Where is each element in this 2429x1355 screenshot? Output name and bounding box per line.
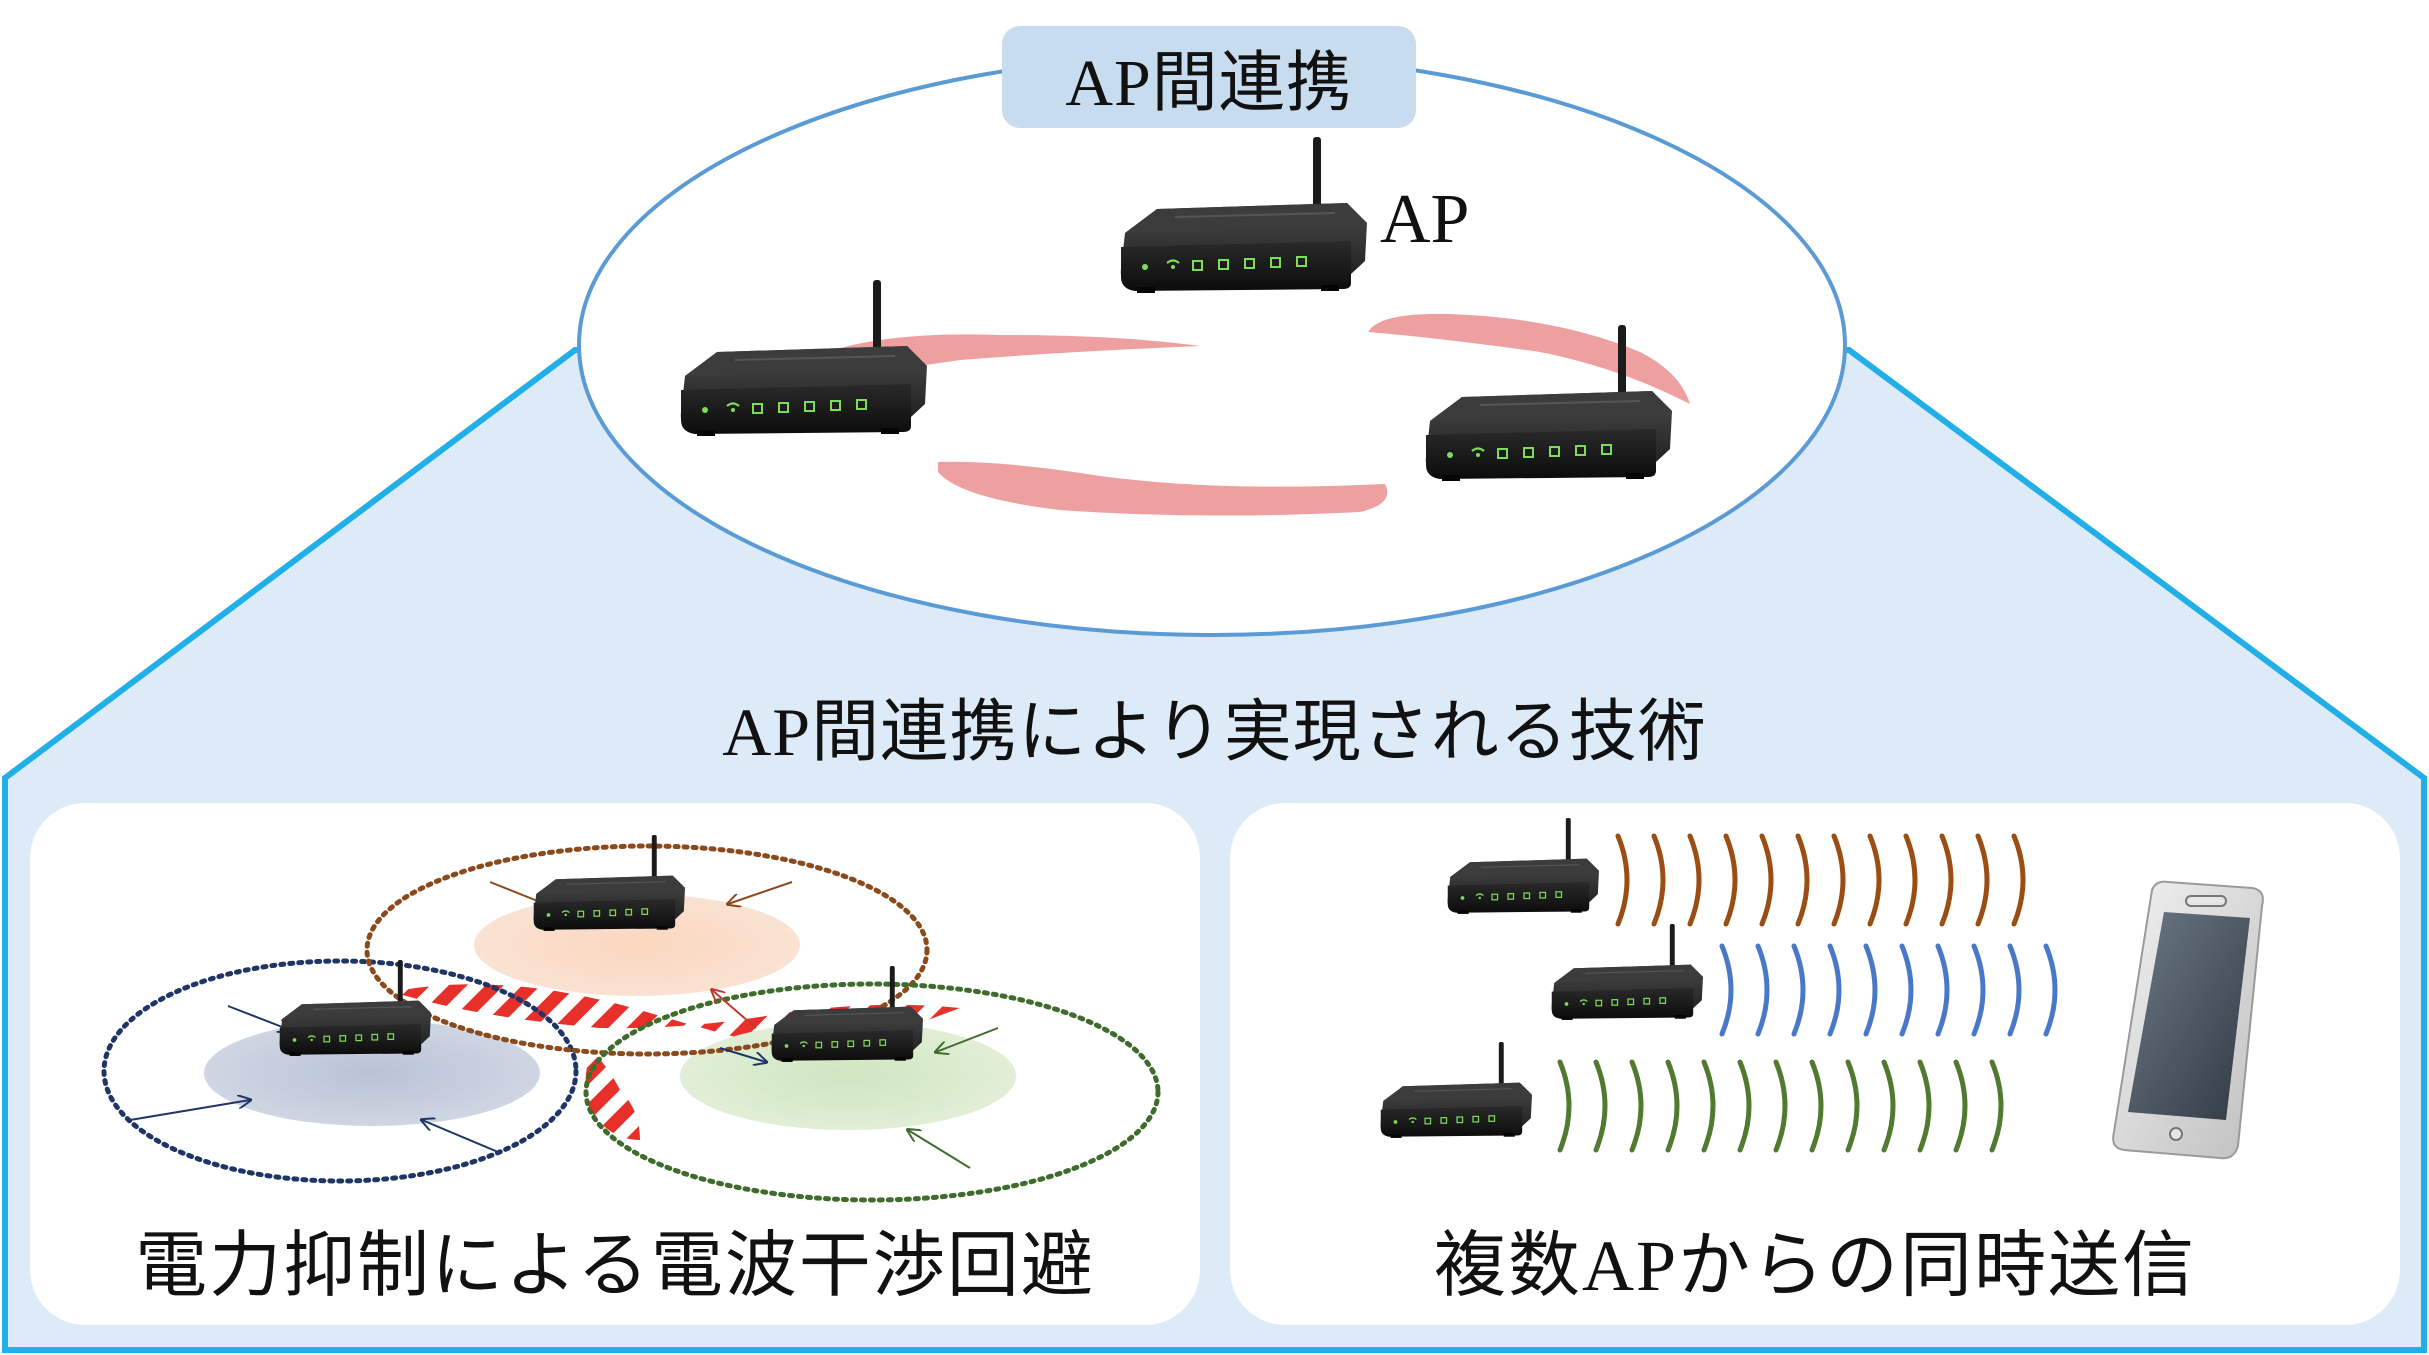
wave-arc: [1863, 943, 1878, 1037]
wave-arc: [2011, 833, 2026, 927]
wave-arc: [1899, 943, 1914, 1037]
coverage-boundary-navy: [101, 958, 579, 1184]
ap-coordination-ellipse: [577, 53, 1847, 637]
wave-arc: [1651, 833, 1666, 927]
wave-arc: [1831, 833, 1846, 927]
wave-arc: [2007, 943, 2022, 1037]
power-arrow: [129, 1100, 250, 1121]
wave-arc: [1975, 833, 1990, 927]
right-panel-caption: 複数APからの同時送信: [1433, 1225, 2197, 1306]
power-arrow: [908, 1130, 971, 1169]
wave-arc: [1845, 1059, 1860, 1153]
wave-arc: [1665, 1059, 1680, 1153]
wave-arc: [1593, 1059, 1608, 1153]
wave-arc: [1719, 943, 1734, 1037]
reduced-zone-green: [680, 1022, 1016, 1130]
wave-arc: [1989, 1059, 2004, 1153]
wave-arc: [1773, 1059, 1788, 1153]
link-arc-bottom: [938, 461, 1388, 516]
left-panel: [30, 803, 1200, 1325]
smartphone-icon: [2112, 880, 2264, 1160]
wave-arc: [1953, 1059, 1968, 1153]
wave-arc: [1629, 1059, 1644, 1153]
ap-label: AP: [1380, 181, 1470, 258]
simultaneous-tx-diagram: [1379, 817, 2264, 1160]
power-arrow: [719, 1047, 766, 1062]
wave-arc: [1615, 833, 1630, 927]
wave-arc: [1723, 833, 1738, 927]
link-arc-top-right: [1368, 313, 1690, 404]
wave-arc: [1867, 833, 1882, 927]
wave-arc: [1809, 1059, 1824, 1153]
wave-arc: [1917, 1059, 1932, 1153]
radio-waves: [1557, 833, 2058, 1153]
wave-arc: [2043, 943, 2058, 1037]
wave-arc: [1935, 943, 1950, 1037]
power-arrow: [422, 1120, 499, 1153]
wave-arc: [1687, 833, 1702, 927]
power-arrow: [936, 1027, 999, 1052]
interference-region: [585, 1050, 640, 1140]
power-arrow: [728, 881, 793, 904]
wave-arc: [1795, 833, 1810, 927]
wave-arc: [1557, 1059, 1572, 1153]
power-arrow: [712, 990, 757, 1029]
wave-arc: [1759, 833, 1774, 927]
left-panel-caption: 電力抑制による電波干渉回避: [135, 1225, 1095, 1306]
wave-arc: [1737, 1059, 1752, 1153]
wave-arc: [1701, 1059, 1716, 1153]
wave-arc: [1903, 833, 1918, 927]
wave-arc: [1791, 943, 1806, 1037]
wave-arc: [1971, 943, 1986, 1037]
wave-arc: [1755, 943, 1770, 1037]
coverage-boundary-orange: [364, 843, 930, 1057]
wave-arc: [1881, 1059, 1896, 1153]
section-subtitle: AP間連携により実現される技術: [722, 694, 1707, 770]
interference-diagram: [101, 834, 1161, 1203]
power-arrow: [227, 1005, 290, 1030]
wave-arc: [1827, 943, 1842, 1037]
page-title: AP間連携: [1002, 26, 1416, 128]
wave-arc: [1939, 833, 1954, 927]
coverage-boundary-green: [583, 981, 1161, 1203]
